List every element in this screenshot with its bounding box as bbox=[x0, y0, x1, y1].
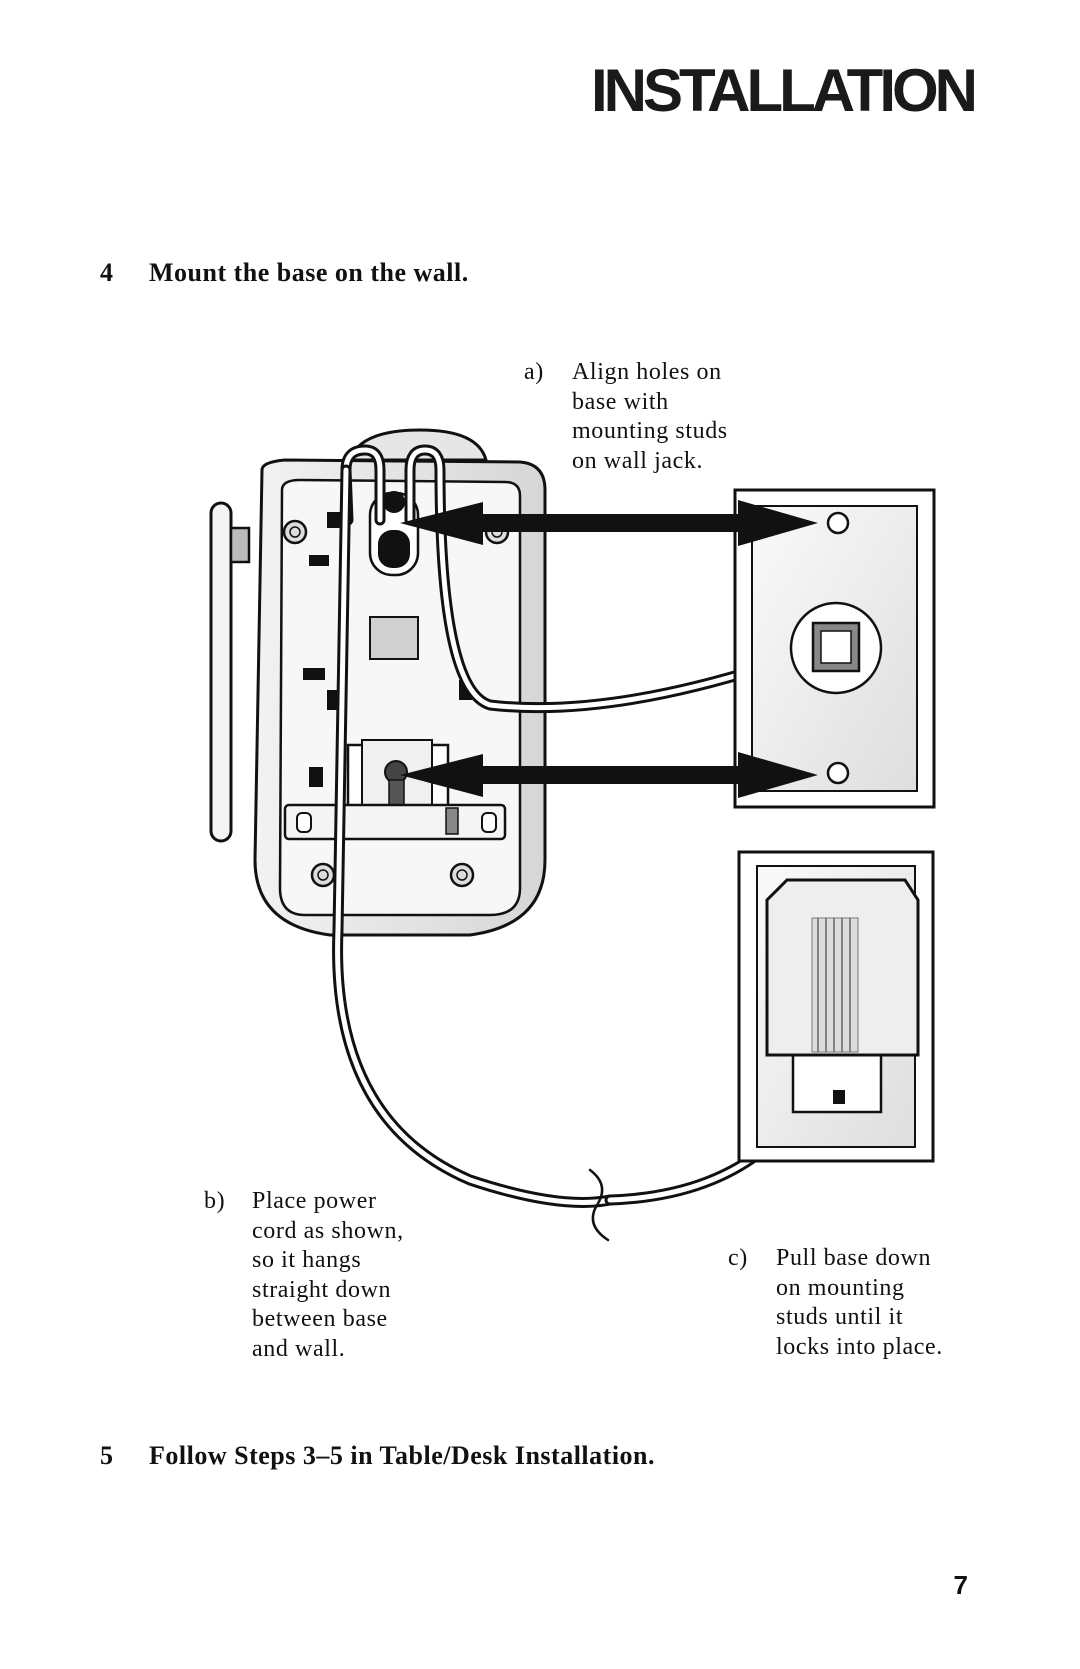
antenna bbox=[209, 501, 251, 843]
wall-jack-plate bbox=[733, 488, 936, 809]
page-number: 7 bbox=[953, 1570, 968, 1600]
alignment-arrow-top bbox=[400, 500, 818, 546]
power-outlet-plate bbox=[737, 850, 935, 1163]
step-5-text: Follow Steps 3–5 in Table/Desk Installat… bbox=[149, 1441, 655, 1470]
callout-c-label: c) bbox=[728, 1245, 748, 1271]
phone-base bbox=[253, 428, 547, 937]
page-title: INSTALLATION bbox=[590, 57, 978, 124]
alignment-arrow-bottom bbox=[400, 752, 818, 798]
callout-a-line: mounting studs bbox=[572, 418, 728, 444]
callout-a-label: a) bbox=[524, 359, 544, 385]
callout-c-line: on mounting bbox=[776, 1274, 905, 1301]
callout-a-line: Align holes on bbox=[572, 359, 722, 385]
callout-b-line: Place power bbox=[252, 1188, 377, 1214]
callout-c-line: studs until it bbox=[776, 1304, 904, 1330]
callout-b-line: and wall. bbox=[252, 1335, 346, 1362]
callout-c-line: locks into place. bbox=[776, 1333, 943, 1360]
step-4: 4 Mount the base on the wall. bbox=[100, 258, 469, 288]
callout-b-line: so it hangs bbox=[252, 1247, 362, 1273]
callout-a-line: on wall jack. bbox=[572, 447, 704, 474]
step-4-text: Mount the base on the wall. bbox=[149, 258, 469, 287]
step-4-number: 4 bbox=[100, 258, 114, 287]
callout-b-line: cord as shown, bbox=[252, 1217, 404, 1244]
callout-a-line: base with bbox=[572, 388, 669, 415]
step-5-number: 5 bbox=[100, 1441, 114, 1470]
callout-b-label: b) bbox=[204, 1188, 226, 1214]
callout-b-line: straight down bbox=[252, 1276, 392, 1303]
step-5: 5 Follow Steps 3–5 in Table/Desk Installa… bbox=[100, 1441, 655, 1471]
callout-b-line: between base bbox=[252, 1306, 388, 1332]
callout-c-line: Pull base down bbox=[776, 1245, 932, 1271]
